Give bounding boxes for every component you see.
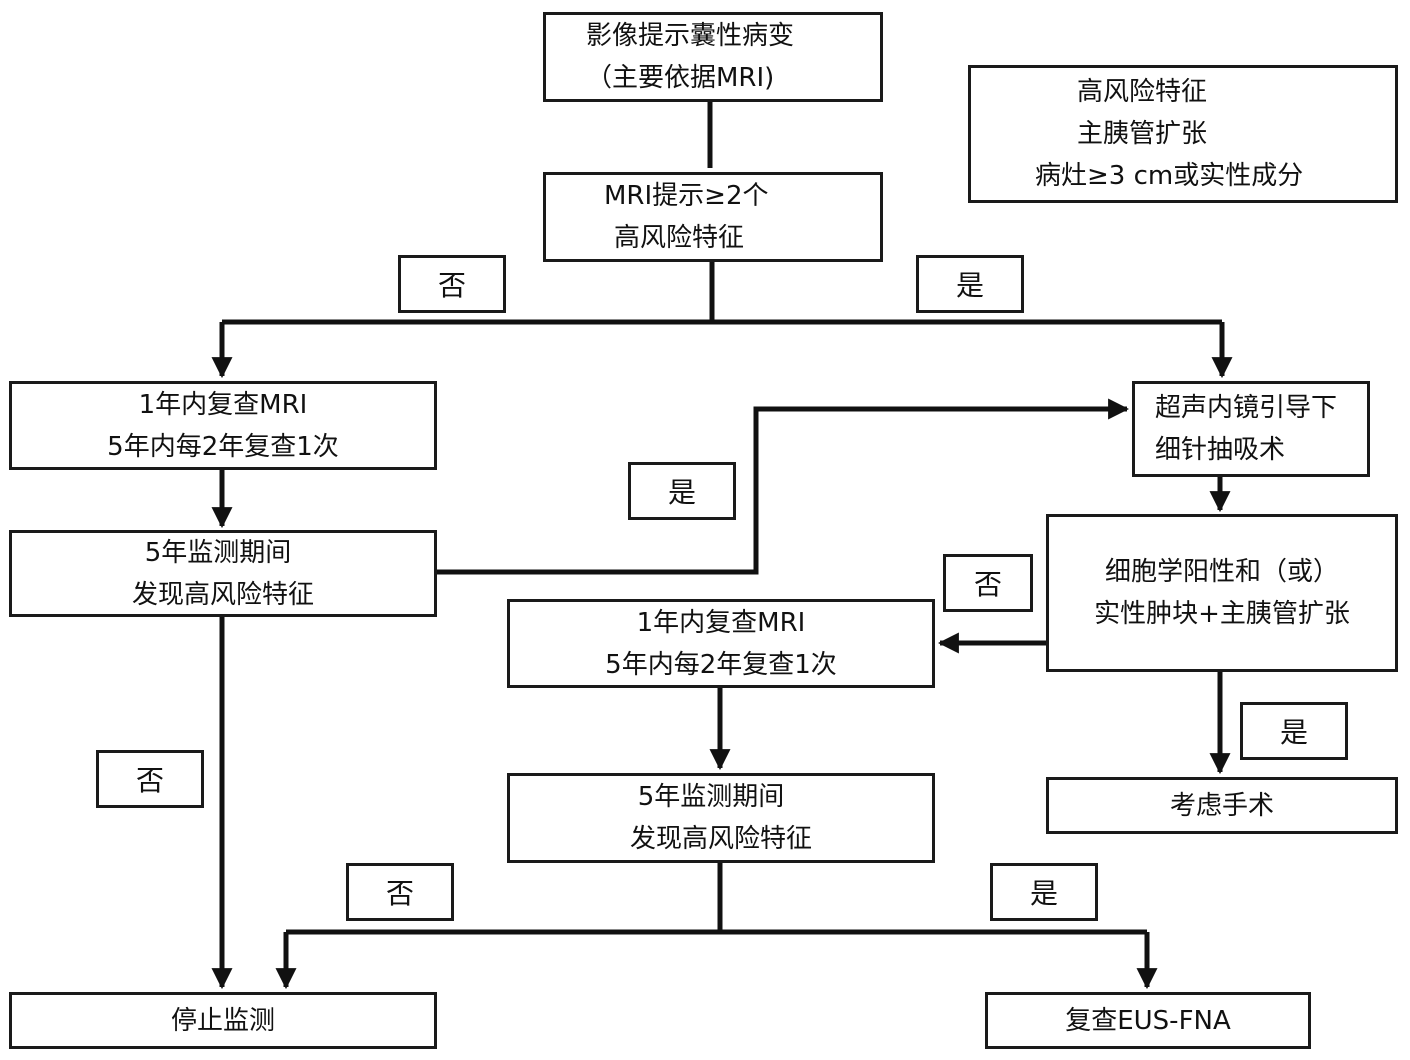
node-monitor-left-line-1: 5年监测期间 xyxy=(144,537,292,568)
node-monitor-mid-line-1: 5年监测期间 xyxy=(637,782,785,812)
node-surgery-line-1: 考虑手术 xyxy=(1169,790,1274,821)
label-no-4: 否 xyxy=(346,863,454,921)
node-followup-left-line-1: 1年内复查MRI xyxy=(138,389,308,420)
node-cytology-line-2: 实性肿块+主胰管扩张 xyxy=(1094,599,1350,629)
node-followup-mid-line-2: 5年内每2年复查1次 xyxy=(605,649,837,680)
label-yes-1: 是 xyxy=(916,255,1024,313)
label-no-1: 否 xyxy=(398,255,506,313)
node-stop: 停止监测 xyxy=(9,992,437,1049)
node-followup-left-line-2: 5年内每2年复查1次 xyxy=(107,431,339,462)
node-monitor-left-line-2: 发现高风险特征 xyxy=(131,579,314,610)
node-cytology-line-1: 细胞学阳性和（或） xyxy=(1104,557,1339,587)
node-monitor-left: 5年监测期间 发现高风险特征 xyxy=(9,530,437,617)
node-hr-features-line-1: 高风险特征 xyxy=(1077,77,1208,107)
node-recheck-line-1: 复查EUS-FNA xyxy=(1065,1005,1231,1036)
node-eus-fna-line-1: 超声内镜引导下 xyxy=(1155,393,1338,423)
node-eus-fna: 超声内镜引导下 细针抽吸术 xyxy=(1132,381,1370,477)
node-mri-check-line-2: 高风险特征 xyxy=(614,223,745,253)
node-monitor-mid-line-2: 发现高风险特征 xyxy=(629,824,812,854)
node-start: 影像提示囊性病变 （主要依据MRI) xyxy=(543,12,883,102)
edge-monitor-left-eus-fna xyxy=(436,398,1130,575)
node-cytology: 细胞学阳性和（或） 实性肿块+主胰管扩张 xyxy=(1046,514,1398,672)
node-stop-line-1: 停止监测 xyxy=(170,1005,275,1036)
node-eus-fna-line-2: 细针抽吸术 xyxy=(1155,435,1286,465)
label-yes-2: 是 xyxy=(628,462,736,520)
node-hr-features-line-2: 主胰管扩张 xyxy=(1077,119,1208,149)
node-mri-check-line-1: MRI提示≥2个 xyxy=(604,181,769,211)
node-start-line-2: （主要依据MRI) xyxy=(586,63,775,93)
node-hr-features-line-3: 病灶≥3 cm或实性成分 xyxy=(1035,161,1304,191)
node-surgery: 考虑手术 xyxy=(1046,777,1398,834)
node-recheck: 复查EUS-FNA xyxy=(985,992,1311,1049)
label-no-3: 否 xyxy=(96,750,204,808)
node-followup-left: 1年内复查MRI 5年内每2年复查1次 xyxy=(9,381,437,470)
label-no-2: 否 xyxy=(943,554,1033,612)
node-monitor-mid: 5年监测期间 发现高风险特征 xyxy=(507,773,935,863)
node-mri-check: MRI提示≥2个 高风险特征 xyxy=(543,172,883,262)
node-followup-mid-line-1: 1年内复查MRI xyxy=(636,607,806,638)
node-hr-features: 高风险特征 主胰管扩张 病灶≥3 cm或实性成分 xyxy=(968,65,1398,203)
node-start-line-1: 影像提示囊性病变 xyxy=(586,21,795,51)
node-followup-mid: 1年内复查MRI 5年内每2年复查1次 xyxy=(507,599,935,688)
label-yes-4: 是 xyxy=(990,863,1098,921)
label-yes-3: 是 xyxy=(1240,702,1348,760)
